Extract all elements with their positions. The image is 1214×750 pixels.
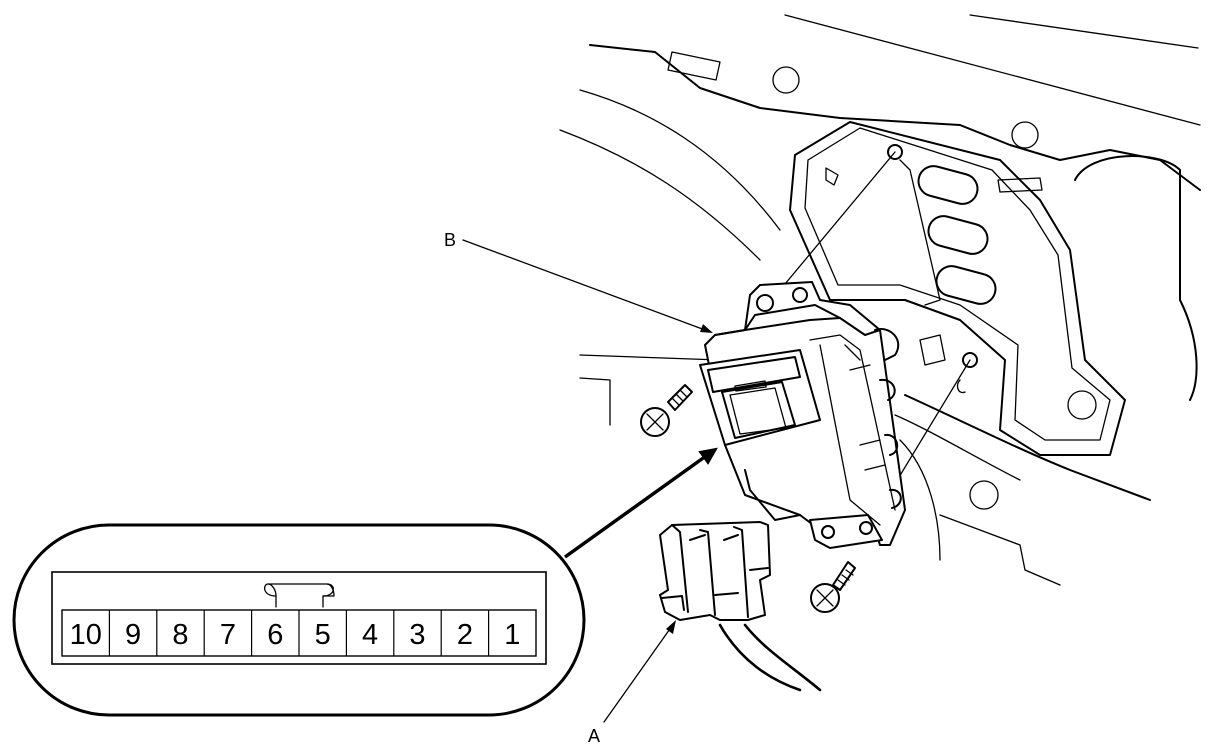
terminal-number-4: 4 <box>362 619 378 651</box>
switch-connector-socket <box>699 349 821 446</box>
switch-b <box>699 281 906 549</box>
terminal-number-1: 1 <box>504 619 520 651</box>
callout-label-a: A <box>588 726 600 746</box>
mounting-hole-lower <box>962 352 978 368</box>
callouts: B A <box>444 230 718 746</box>
screw-lower <box>810 561 856 613</box>
terminal-number-6: 6 <box>267 619 283 651</box>
terminal-number-10: 10 <box>70 619 102 651</box>
terminal-number-3: 3 <box>409 619 425 651</box>
terminal-number-8: 8 <box>172 619 188 651</box>
screw-guide-line-upper <box>764 151 896 309</box>
terminal-number-7: 7 <box>220 619 236 651</box>
callout-arrowhead-a <box>666 620 676 634</box>
mounting-hole-upper <box>887 144 903 160</box>
terminal-number-5: 5 <box>315 619 331 651</box>
body-panel <box>559 14 1201 586</box>
callout-line-a <box>603 625 673 723</box>
screw-upper <box>640 384 693 437</box>
callout-arrowhead-b <box>700 324 713 333</box>
callout-label-b: B <box>444 230 456 250</box>
terminal-number-9: 9 <box>125 619 141 651</box>
zoom-pointer-line <box>563 454 708 559</box>
callout-line-b <box>462 239 706 331</box>
zoom-pointer-arrowhead <box>698 447 718 465</box>
harness-connector-a <box>659 521 822 692</box>
terminal-number-2: 2 <box>457 619 473 651</box>
